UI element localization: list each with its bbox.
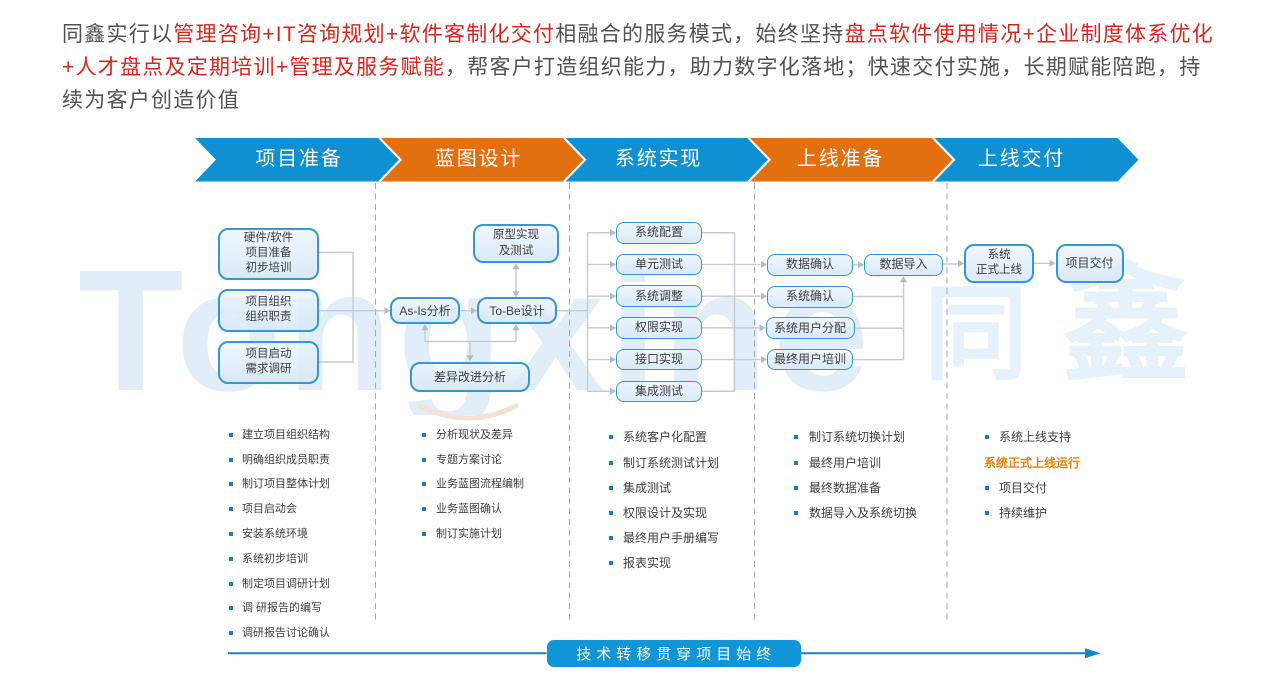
- svg-text:同: 同: [924, 277, 1028, 393]
